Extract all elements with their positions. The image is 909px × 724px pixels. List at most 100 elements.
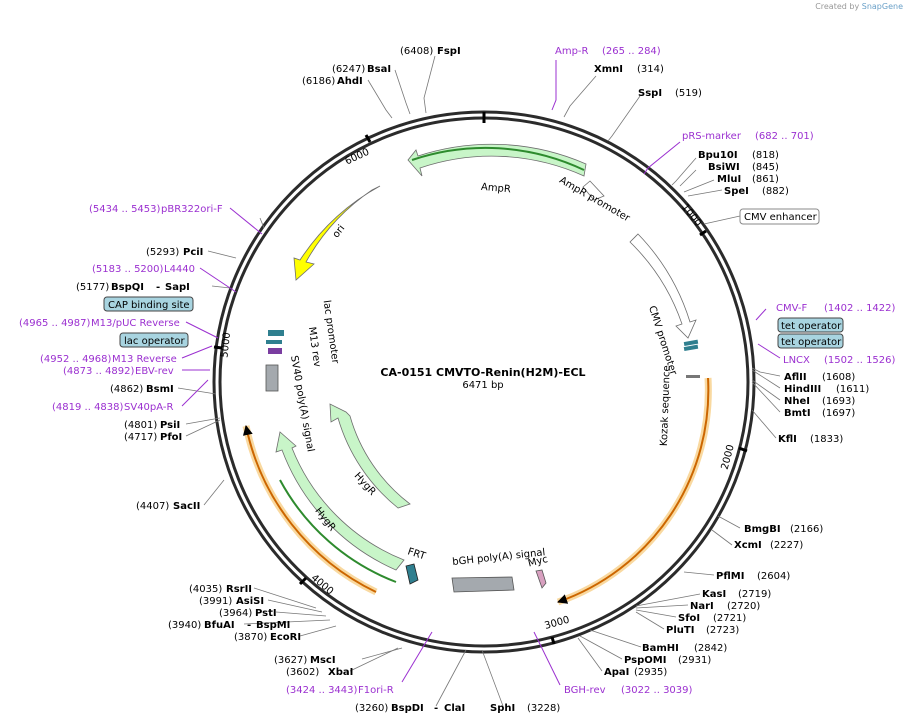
hygr-feature-inner [329,403,411,509]
myc-feature [535,569,547,589]
enzyme-name: BspMI [256,620,290,631]
enzyme-pos: (861) [752,174,779,185]
enzyme-name: Bpu10I [698,150,738,161]
enzyme-name: PsiI [160,420,180,431]
enzyme-name: XcmI [734,540,762,551]
enzyme-pos: (3260) [355,703,388,714]
primer-name: pBR322ori-F [161,204,223,215]
enzyme-pos: (3870) [234,632,267,643]
enzyme-pos: (4035) [189,584,222,595]
enzyme-pos: (314) [637,64,664,75]
enzyme-pos: (2842) [694,643,727,654]
enzyme-name: BmtI [784,408,811,419]
ampr-promoter [582,180,605,201]
primer-range: (682 .. 701) [755,131,814,142]
hygr-orf [279,479,397,583]
enzyme-name: SpeI [724,186,749,197]
enzyme-pos: (2723) [706,625,739,636]
enzyme-name: MluI [717,174,741,185]
boxed-label: tet operator [781,321,842,332]
enzyme-pos: (5293) [146,247,179,258]
tick-label: 1000 [679,202,703,229]
enzyme-pos: (1833) [810,434,843,445]
enzyme-pos: (882) [762,186,789,197]
primer-range: (4819 .. 4838) [52,402,124,413]
kozak-mark [686,375,700,378]
enzyme-name: PspOMI [624,655,666,666]
enzyme-pos: (2720) [727,601,760,612]
enzyme-name: PciI [183,247,203,258]
tet-operator-mark [683,339,699,347]
callout-lines [177,55,781,707]
boxed-label: tet operator [781,337,842,348]
enzyme-pos: (4717) [124,432,157,443]
primer-lines [181,60,781,686]
renin-orf [557,377,710,604]
enzyme-pos: (3964) [219,608,252,619]
enzyme-name: XbaI [328,667,353,678]
enzyme-pos: (519) [675,88,702,99]
enzyme-pos: (1611) [836,384,869,395]
primer-range: (1402 .. 1422) [824,303,896,314]
primer-range: (3424 .. 3443) [286,685,358,696]
enzyme-pos: (2719) [738,589,771,600]
enzyme-name: BspDI [391,703,424,714]
enzyme-pos: (3602) [286,667,319,678]
primer-range: (5183 .. 5200) [92,264,164,275]
enzyme-name: FspI [437,46,461,57]
primer-labels: Amp-R (265 .. 284) pRS-marker (682 .. 70… [19,46,896,696]
enzyme-name: PstI [255,608,277,619]
myc-label: Myc [527,554,549,570]
enzyme-name: AsiSI [236,596,264,607]
primer-name: F1ori-R [358,685,394,696]
primer-name: CMV-F [776,303,807,314]
primer-name: SV40pA-R [124,402,173,413]
enzyme-pos: (2721) [713,613,746,624]
enzyme-name: SapI [165,282,190,293]
enzyme-name: XmnI [594,64,623,75]
m13-rev-label: M13 rev [306,326,323,368]
cmv-promoter [629,233,697,339]
enzyme-name: NarI [690,601,714,612]
enzyme-pos: (5177) [76,282,109,293]
enzyme-name: BsiWI [708,162,740,173]
enzyme-name: ApaI [604,667,629,678]
enzyme-name: KflI [778,434,797,445]
boxed-label: CMV enhancer [744,212,818,223]
enzyme-name: RsrII [226,584,252,595]
enzyme-pos: (6247) [332,64,365,75]
primer-name: BGH-rev [564,685,606,696]
lac-promoter-mark [268,330,284,336]
enzyme-name: SspI [638,88,662,99]
enzyme-pos: (845) [752,162,779,173]
enzyme-name: AhdI [337,76,363,87]
enzyme-name: AflII [784,372,807,383]
boxed-label: lac operator [124,336,185,347]
plasmid-name: CA-0151 CMVTO-Renin(H2M)-ECL [380,366,585,379]
boxed-features: CMV enhancer tet operator tet operator C… [103,208,844,349]
plasmid-length: 6471 bp [462,380,503,391]
sv40-label: SV40 poly(A) signal [288,355,316,453]
primer-range: (4965 .. 4987) [19,318,91,329]
enzyme-name: EcoRI [270,632,301,643]
enzyme-pos: (2604) [757,571,790,582]
enzyme-pos: (818) [752,150,779,161]
enzyme-pos: (2227) [770,540,803,551]
primer-range: (4952 .. 4968) [40,354,112,365]
tick-label: 3000 [543,615,570,632]
m13-mark [268,348,282,354]
ampr-feature [407,143,587,177]
frt-label: FRT [406,546,427,562]
primer-name: M13/pUC Reverse [91,318,180,329]
tick-label: 4000 [309,573,336,598]
enzyme-name: BfuAI [204,620,235,631]
enzyme-name: KasI [702,589,726,600]
enzyme-pos: (3991) [199,596,232,607]
enzyme-pos: (2935) [634,667,667,678]
enzyme-pos: (3228) [527,703,560,714]
primer-name: Amp-R [555,46,589,57]
enzyme-name: SacII [173,501,200,512]
lac-operator-mark [266,340,282,344]
enzyme-pos: (1608) [822,372,855,383]
enzyme-name: ClaI [444,703,465,714]
